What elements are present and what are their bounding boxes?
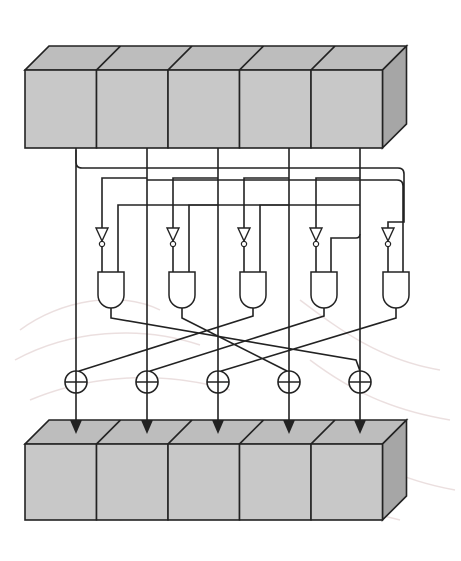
output-cell-cell-edge xyxy=(310,419,336,445)
arrow-down-icon xyxy=(141,393,153,434)
not-feed xyxy=(315,177,360,228)
not-gate-bubble xyxy=(169,240,177,248)
arrow-head xyxy=(283,420,295,434)
not-gate-icon xyxy=(380,227,396,248)
not-gate-bubble xyxy=(98,240,106,248)
output-cell-cell-edge xyxy=(95,419,122,445)
output-cell-cell xyxy=(24,443,98,521)
output-cell-cell-edge xyxy=(238,419,265,445)
and-feed xyxy=(188,204,289,272)
input-cell-cell xyxy=(238,69,312,149)
and-feed-wrap xyxy=(330,233,361,272)
xor-icon xyxy=(277,370,301,394)
and-out-short xyxy=(181,308,290,373)
output-state-row xyxy=(23,418,409,522)
input-cell-cell-edge xyxy=(95,45,122,71)
not-feed xyxy=(101,177,147,228)
output-cell-cell xyxy=(167,443,241,521)
not-feed xyxy=(172,177,218,228)
arrow-head xyxy=(354,420,366,434)
not-feed-wrap xyxy=(75,150,405,228)
arrow-down-icon xyxy=(283,393,295,434)
not-gates xyxy=(94,227,396,248)
and-gate-icon xyxy=(382,271,410,309)
and-out xyxy=(110,308,361,372)
not-gate-body xyxy=(94,227,110,243)
input-cell-cell xyxy=(24,69,98,149)
wiring xyxy=(75,148,405,373)
input-cell-top-face xyxy=(23,45,409,71)
not-feed xyxy=(243,177,289,228)
xor-icon xyxy=(135,370,159,394)
and-out xyxy=(217,308,397,373)
not-gate-body xyxy=(308,227,324,243)
arrow-head xyxy=(212,420,224,434)
arrow-head xyxy=(70,420,82,434)
not-gate-bubble xyxy=(384,240,392,248)
xor-icon xyxy=(348,370,372,394)
and-gate-icon xyxy=(310,271,338,309)
arrow-down-icon xyxy=(70,393,82,434)
input-cell-cell-edge xyxy=(238,45,265,71)
output-cell-cell xyxy=(310,443,384,521)
not-gate-icon xyxy=(94,227,110,248)
output-cell-cell xyxy=(95,443,169,521)
not-gate-body xyxy=(165,227,181,243)
arrow-head xyxy=(141,420,153,434)
not-gate-bubble xyxy=(240,240,248,248)
output-arrows xyxy=(70,393,366,434)
and-gates xyxy=(97,271,410,309)
and-feed xyxy=(259,204,360,272)
arrow-down-icon xyxy=(354,393,366,434)
output-cell-cell xyxy=(238,443,312,521)
and-out xyxy=(75,308,254,373)
not-gate-icon xyxy=(165,227,181,248)
and-feed xyxy=(117,204,218,272)
xor-icon xyxy=(64,370,88,394)
input-cell-cell xyxy=(167,69,241,149)
output-cell-cell-edge xyxy=(167,419,193,445)
not-gate-bubble xyxy=(312,240,320,248)
not-gate-body xyxy=(380,227,396,243)
input-cell-cell-edge xyxy=(310,45,336,71)
xor-icon xyxy=(206,370,230,394)
not-gate-icon xyxy=(236,227,252,248)
and-feed-wrap xyxy=(147,179,404,272)
not-gate-icon xyxy=(308,227,324,248)
and-gate-icon xyxy=(168,271,196,309)
and-out xyxy=(146,308,325,373)
input-state-row xyxy=(23,44,409,150)
input-cell-cell xyxy=(95,69,169,149)
not-gate-body xyxy=(236,227,252,243)
and-gate-icon xyxy=(97,271,125,309)
input-cell-cell xyxy=(310,69,384,149)
xor-gates xyxy=(64,370,372,394)
and-gate-icon xyxy=(239,271,267,309)
input-cell-cell-edge xyxy=(167,45,193,71)
arrow-down-icon xyxy=(212,393,224,434)
